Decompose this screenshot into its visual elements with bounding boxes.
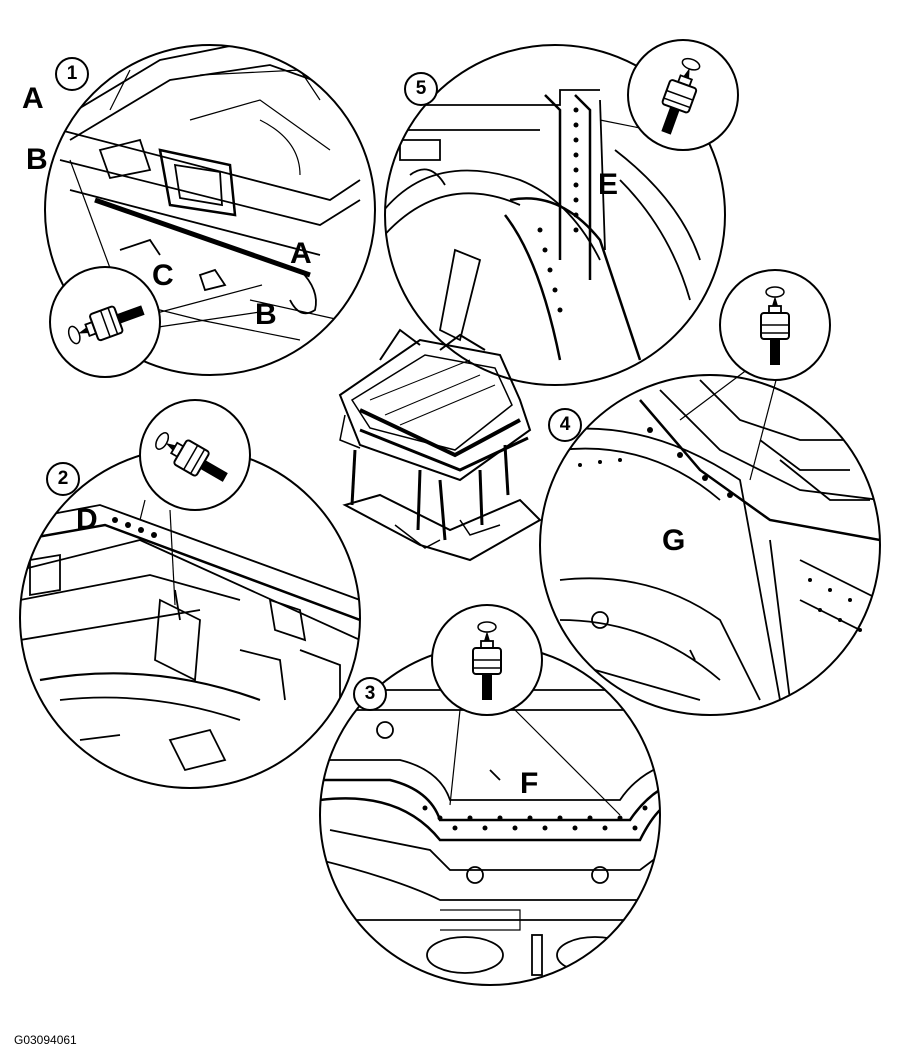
- detail-number-2: 2: [46, 462, 80, 496]
- detail-number-3: 3: [353, 677, 387, 711]
- detail-2-view: [19, 399, 361, 789]
- callout-g: G: [662, 524, 686, 557]
- detail-number-1: 1: [55, 57, 89, 91]
- detail-3-view: [319, 604, 661, 986]
- callout-f: F: [520, 767, 539, 800]
- detail-1-view: [44, 44, 376, 378]
- detail-5-view: [384, 39, 739, 386]
- callout-a-left: A: [22, 82, 44, 115]
- callout-e: E: [598, 168, 619, 201]
- detail-number-5: 5: [404, 72, 438, 106]
- figure-id: G03094061: [14, 1033, 77, 1047]
- callout-a-right: A: [290, 237, 312, 270]
- callout-d: D: [76, 503, 98, 536]
- center-vehicle-frame: [338, 328, 542, 562]
- callout-b-right: B: [255, 298, 277, 331]
- detail-4-view: [539, 269, 881, 716]
- detail-number-4: 4: [548, 408, 582, 442]
- callout-b-left: B: [26, 143, 48, 176]
- callout-c: C: [152, 259, 174, 292]
